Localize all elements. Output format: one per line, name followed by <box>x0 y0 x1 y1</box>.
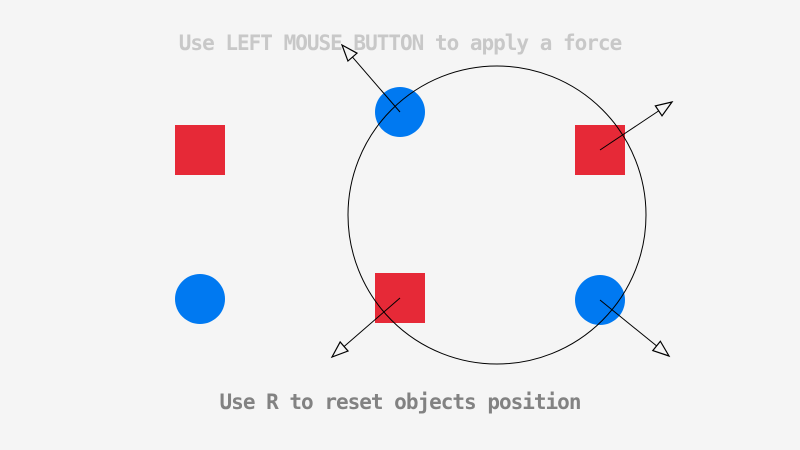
force-arrow-down-right <box>599 299 671 358</box>
physics-objects-layer <box>175 87 625 325</box>
boundary-circle <box>347 65 647 365</box>
blue-circle-left[interactable] <box>175 274 225 324</box>
instruction-reset: Use R to reset objects position <box>219 390 582 414</box>
instruction-apply-force: Use LEFT MOUSE BUTTON to apply a force <box>178 31 622 55</box>
force-arrow-up-left <box>340 43 401 113</box>
force-arrow-up-right <box>599 101 674 151</box>
red-square-left[interactable] <box>175 125 225 175</box>
force-arrow-down-left <box>330 297 401 359</box>
force-arrows-layer <box>330 43 674 359</box>
boundary-layer <box>347 65 647 365</box>
